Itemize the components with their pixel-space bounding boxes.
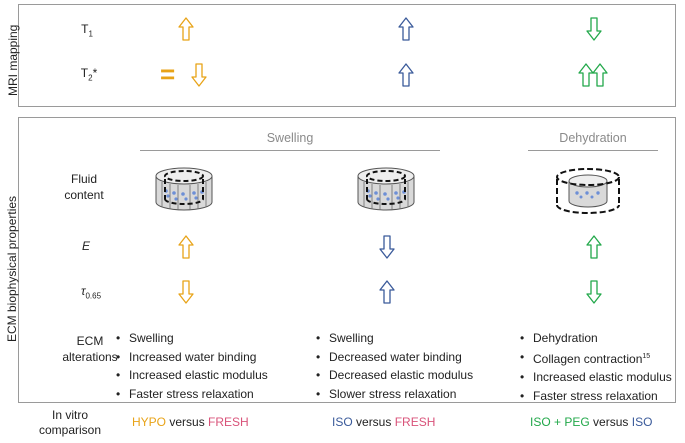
t1-peg-down-arrow-icon (586, 17, 602, 41)
comparison-hypo-vs-fresh: HYPO versus FRESH (132, 415, 249, 429)
comparison-peg-vs-iso: ISO + PEG versus ISO (530, 415, 652, 429)
swelling-group-title: Swelling (266, 131, 314, 145)
iso-peg-text: ISO + PEG (530, 415, 590, 429)
hypo-swollen-tissue-icon (155, 167, 213, 211)
t1-iso-up-arrow-icon (398, 17, 414, 41)
comparison-label: In vitro comparison (28, 408, 112, 438)
comparison-label-line1: In vitro (51, 408, 88, 422)
t1-subscript: 1 (88, 29, 93, 39)
dehydration-bracket-line (528, 150, 658, 151)
t2-equal-sign: = (160, 59, 176, 89)
list-item: Faster stress relaxation (520, 387, 672, 406)
list-item: Swelling (116, 329, 268, 348)
list-item: Decreased water binding (316, 348, 473, 367)
t1-label: T1 (72, 22, 102, 38)
list-item: Decreased elastic modulus (316, 366, 473, 385)
t2-label: T2* (72, 66, 106, 82)
list-item: Swelling (316, 329, 473, 348)
t2-subscript: 2 (88, 73, 93, 83)
peg-dehydrated-tissue-icon (556, 168, 620, 214)
alterations-label-line2: alterations (62, 350, 118, 364)
citation-superscript: 15 (642, 352, 651, 360)
swelling-bracket-line (140, 150, 440, 151)
iso-text: ISO (631, 415, 653, 429)
fresh-text: FRESH (208, 415, 249, 429)
comparison-label-line2: comparison (38, 423, 102, 437)
t1-symbol: T (81, 22, 89, 36)
tau-peg-down-arrow-icon (586, 280, 602, 304)
modulus-iso-down-arrow-icon (379, 235, 395, 259)
versus-text: versus (356, 415, 392, 429)
iso-alterations-list: Swelling Decreased water binding Decreas… (316, 329, 473, 403)
list-item: Dehydration (520, 329, 672, 348)
alterations-label-line1: ECM (76, 334, 104, 348)
t2-iso-up-arrow-icon (398, 63, 414, 87)
tau-hypo-down-arrow-icon (178, 280, 194, 304)
peg-alterations-list: Dehydration Collagen contraction15 Incre… (520, 329, 672, 405)
t2-star: * (92, 66, 98, 80)
collagen-contraction-text: Collagen contraction (533, 351, 643, 366)
versus-text: versus (169, 415, 205, 429)
comparison-iso-vs-fresh: ISO versus FRESH (332, 415, 435, 429)
tau-subscript: 0.65 (85, 291, 102, 301)
tau-label: τ0.65 (68, 284, 114, 300)
t2-hypo-down-arrow-icon (191, 63, 207, 87)
t2-symbol: T (80, 66, 89, 80)
dehydration-group-title: Dehydration (559, 131, 627, 145)
hypo-text: HYPO (132, 415, 167, 429)
fluid-content-label: Fluid content (60, 171, 108, 203)
fresh-text: FRESH (394, 415, 436, 429)
list-item: Collagen contraction15 (520, 348, 672, 369)
modulus-hypo-up-arrow-icon (178, 235, 194, 259)
t2-peg-double-up-arrow-icon (578, 63, 608, 87)
modulus-label: E (81, 239, 90, 253)
ecm-panel-label: ECM biophysical properties (5, 195, 19, 342)
tau-iso-up-arrow-icon (379, 280, 395, 304)
list-item: Faster stress relaxation (116, 385, 268, 404)
versus-text: versus (593, 415, 629, 429)
hypo-alterations-list: Swelling Increased water binding Increas… (116, 329, 268, 403)
mri-panel (18, 4, 676, 107)
iso-text: ISO (332, 415, 353, 429)
modulus-peg-up-arrow-icon (586, 235, 602, 259)
t1-hypo-up-arrow-icon (178, 17, 194, 41)
iso-swollen-tissue-icon (357, 167, 415, 211)
ecm-alterations-label: ECM alterations (54, 333, 126, 365)
mri-panel-label: MRI mapping (6, 24, 20, 96)
tau-symbol: τ (80, 284, 86, 298)
list-item: Increased elastic modulus (116, 366, 268, 385)
list-item: Increased water binding (116, 348, 268, 367)
list-item: Increased elastic modulus (520, 368, 672, 387)
fluid-label-line2: content (64, 188, 104, 202)
list-item: Slower stress relaxation (316, 385, 473, 404)
fluid-label-line1: Fluid (70, 172, 97, 186)
